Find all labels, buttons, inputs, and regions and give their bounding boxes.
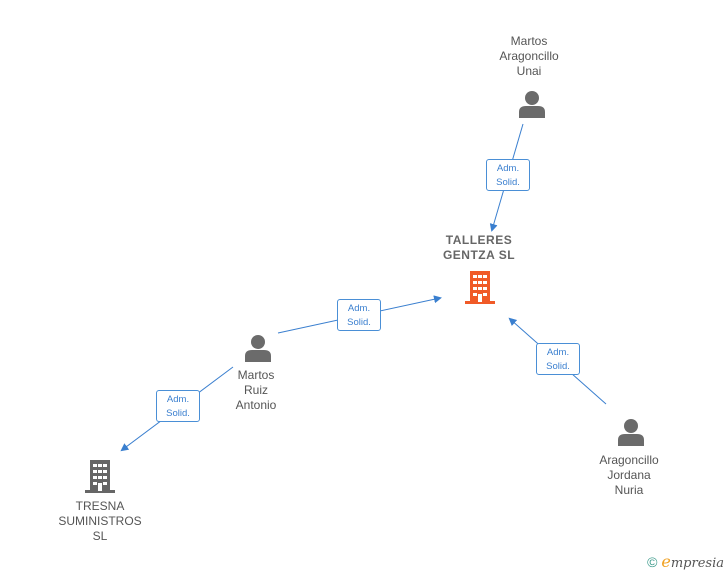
antonio-name-line-3: Antonio — [235, 398, 277, 412]
antonio-name-line-2: Ruiz — [243, 383, 268, 397]
building-icon[interactable] — [85, 459, 115, 493]
nuria-name-line-3: Nuria — [614, 483, 644, 497]
tresna-name-line-3: SL — [92, 529, 108, 543]
nuria-name-line-1: Aragoncillo — [599, 453, 659, 467]
main-company-name-line-1: TALLERES — [445, 233, 513, 247]
main-company-name[interactable]: TALLERES GENTZA SL — [429, 233, 529, 263]
relation-type: Solid. — [347, 317, 371, 328]
tresna-company-name[interactable]: TRESNA SUMINISTROS SL — [50, 499, 150, 544]
unai-name-line-2: Aragoncillo — [499, 49, 559, 63]
person-icon[interactable] — [244, 334, 272, 362]
person-unai-name[interactable]: Martos Aragoncillo Unai — [479, 34, 579, 79]
tresna-name-line-2: SUMINISTROS — [58, 514, 142, 528]
relation-label-unai-main[interactable]: Adm. Solid. — [486, 159, 530, 191]
relation-role: Adm. — [496, 163, 520, 174]
relation-label-nuria-main[interactable]: Adm. Solid. — [536, 343, 580, 375]
person-antonio-name[interactable]: Martos Ruiz Antonio — [206, 368, 306, 413]
relation-type: Solid. — [166, 408, 190, 419]
tresna-name-line-1: TRESNA — [75, 499, 125, 513]
unai-name-line-1: Martos — [510, 34, 548, 48]
relation-type: Solid. — [546, 361, 570, 372]
building-icon[interactable] — [465, 270, 495, 304]
relation-label-antonio-tresna[interactable]: Adm. Solid. — [156, 390, 200, 422]
main-company-name-line-2: GENTZA SL — [442, 248, 516, 262]
relation-role: Adm. — [347, 303, 371, 314]
person-nuria-name[interactable]: Aragoncillo Jordana Nuria — [579, 453, 679, 498]
person-icon[interactable] — [617, 418, 645, 446]
brand-logo-text: mpresia — [670, 556, 724, 571]
relation-label-antonio-main[interactable]: Adm. Solid. — [337, 299, 381, 331]
unai-name-line-3: Unai — [516, 64, 542, 78]
person-icon[interactable] — [518, 90, 546, 118]
brand-logo-initial: e — [661, 552, 671, 571]
relation-type: Solid. — [496, 177, 520, 188]
copyright-symbol: © — [647, 554, 658, 570]
relation-role: Adm. — [166, 394, 190, 405]
nuria-name-line-2: Jordana — [607, 468, 651, 482]
antonio-name-line-1: Martos — [237, 368, 275, 382]
brand-logo[interactable]: ©empresia — [647, 552, 724, 571]
relation-role: Adm. — [546, 347, 570, 358]
